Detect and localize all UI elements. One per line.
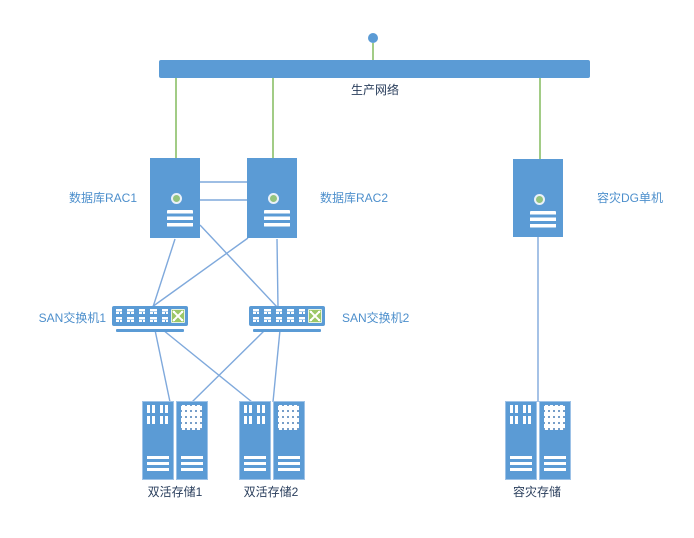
node-production-network [159,60,590,78]
crossover-icon [308,308,322,323]
node-storage1 [142,401,208,480]
storage-vents-icon [278,456,300,472]
storage-vents-icon [510,456,532,472]
switch-base [253,329,321,332]
disk-slots-icon [510,405,533,424]
power-led-icon [536,196,543,203]
disk-slots-icon [244,405,267,424]
storage-tower [142,401,174,480]
node-dr-storage [505,401,571,480]
label-dg-server: 容灾DG单机 [597,191,664,205]
server-vents-icon [264,210,290,227]
node-san-switch1 [112,306,188,326]
disk-array-grid-icon [278,405,299,430]
power-led-icon [270,195,277,202]
node-storage2 [239,401,305,480]
node-san-switch2 [249,306,325,326]
storage-vents-icon [147,456,169,472]
label-production-network: 生产网络 [350,83,399,97]
disk-slots-icon [147,405,170,424]
server-vents-icon [530,211,556,228]
edge-rac2-san1 [151,237,249,308]
label-san-switch2: SAN交换机2 [342,311,410,325]
crossover-icon [171,308,185,323]
storage-tower [176,401,208,480]
edge-rac1-san1 [152,238,176,308]
switch-ports-icon [116,309,169,323]
storage-vents-icon [181,456,203,472]
storage-vents-icon [244,456,266,472]
network-node-dot [368,33,378,43]
server-vents-icon [167,210,193,227]
switch-ports-icon [253,309,306,323]
power-led-icon [173,195,180,202]
storage-vents-icon [544,456,566,472]
node-dg-server [513,159,563,237]
label-storage1: 双活存储1 [147,485,203,499]
node-db-rac2 [247,158,297,238]
disk-array-grid-icon [544,405,565,430]
switch-base [116,329,184,332]
label-db-rac2: 数据库RAC2 [320,191,389,205]
label-san-switch1: SAN交换机1 [38,311,106,325]
edge-san1-storage1 [154,329,171,403]
storage-tower [239,401,271,480]
label-db-rac1: 数据库RAC1 [68,191,137,205]
edge-san1-storage2 [162,329,253,403]
storage-tower [539,401,571,480]
edge-rac2-san2 [276,238,279,308]
label-dr-storage: 容灾存储 [512,485,561,499]
label-storage2: 双活存储2 [243,485,299,499]
storage-tower [273,401,305,480]
edge-san2-storage2 [272,329,281,403]
node-db-rac1 [150,158,200,238]
edge-rac1-san2 [199,224,278,308]
edge-san2-storage1 [191,329,266,403]
disk-array-grid-icon [181,405,202,430]
storage-tower [505,401,537,480]
